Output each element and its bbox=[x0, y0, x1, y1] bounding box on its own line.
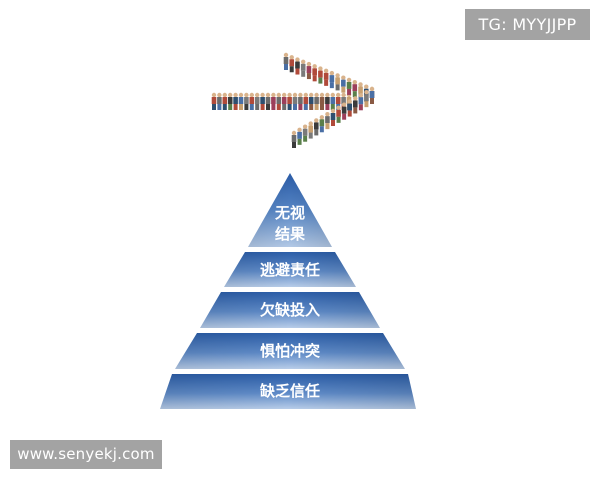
pyramid-top-tier: 无视 结果 bbox=[248, 173, 332, 247]
pyramid-level-label: 逃避责任 bbox=[260, 261, 320, 279]
pyramid-level-label: 缺乏信任 bbox=[259, 382, 320, 400]
pyramid-tier-3: 欠缺投入 bbox=[200, 292, 380, 328]
pyramid-tier-4: 惧怕冲突 bbox=[175, 333, 405, 369]
website-badge: www.senyekj.com bbox=[10, 440, 162, 469]
people-crowd-arrow-icon bbox=[211, 52, 375, 148]
pyramid-tier-2: 逃避责任 bbox=[224, 252, 356, 287]
pyramid-top-label-line2: 结果 bbox=[275, 225, 306, 243]
pyramid-top-label-line1: 无视 bbox=[274, 204, 305, 222]
watermark-tag-badge: TG: MYYJJPP bbox=[465, 9, 590, 40]
pyramid-level-label: 欠缺投入 bbox=[260, 301, 320, 319]
pyramid-level-label: 惧怕冲突 bbox=[260, 342, 320, 360]
pyramid-tier-5: 缺乏信任 bbox=[160, 374, 416, 409]
